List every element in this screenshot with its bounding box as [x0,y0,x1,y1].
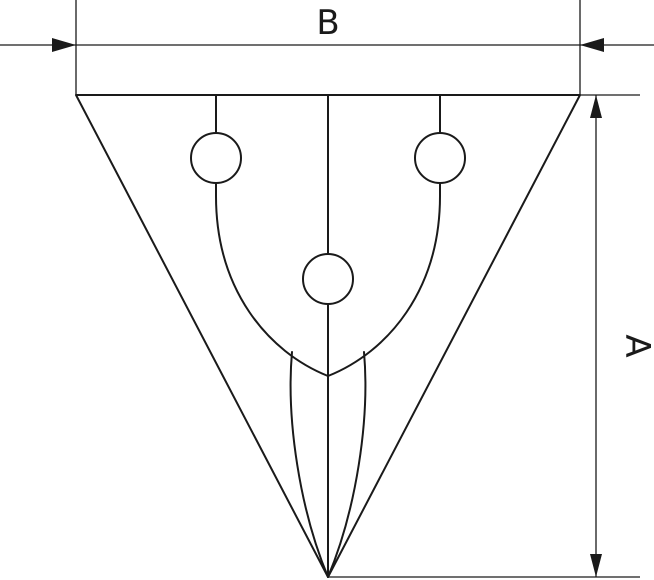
arrow-left-icon [580,38,604,52]
width-dimension: B [0,0,654,95]
left-arm-curve [215,182,329,377]
arrow-up-icon [590,95,602,118]
center-globe [302,253,354,305]
left-globe [190,132,242,184]
right-arm-curve [327,182,441,377]
arrow-down-icon [590,554,602,577]
left-pendant [190,94,329,377]
lower-left-lens-curve [289,351,329,578]
width-label: B [316,3,339,43]
height-dimension: A [328,94,654,578]
lower-right-lens-curve [327,351,367,578]
right-pendant [327,94,466,377]
height-label: A [617,334,654,357]
arrow-right-icon [52,38,76,52]
right-globe [414,132,466,184]
